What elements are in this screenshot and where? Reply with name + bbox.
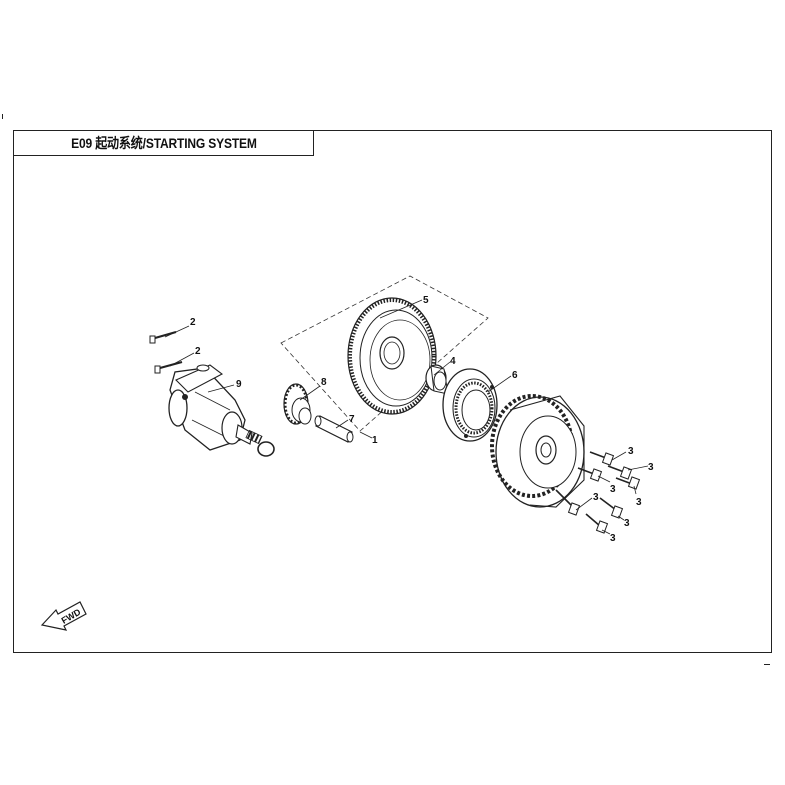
bolt-2-lower [154, 360, 183, 374]
bolt-3-b [607, 465, 633, 480]
callout-3-f: 3 [624, 518, 630, 529]
bolt-3-e [555, 489, 581, 516]
page-title: E09 起动系统/STARTING SYSTEM [70, 135, 257, 151]
leader-lines [164, 299, 649, 535]
title-box: E09 起动系统/STARTING SYSTEM [13, 130, 314, 156]
callout-3-c: 3 [610, 484, 616, 495]
callout-6: 6 [512, 370, 518, 381]
corner-mark-left [2, 114, 3, 119]
large-gear-5 [347, 297, 437, 415]
callout-3-a: 3 [628, 446, 634, 457]
flywheel-rotor [490, 394, 585, 508]
callout-3-d: 3 [636, 497, 642, 508]
callout-4: 4 [450, 356, 456, 367]
needle-bearing-4 [425, 364, 449, 395]
bolt-3-d [615, 476, 641, 490]
reduction-gear-8 [283, 383, 312, 425]
drawing-frame [13, 130, 772, 653]
starter-motor-9 [168, 364, 275, 457]
bolt-2-upper [149, 330, 177, 344]
bolt-3-c [577, 467, 603, 482]
assembly-group-outline [280, 275, 489, 432]
corner-mark-right [764, 664, 770, 665]
callout-1: 1 [372, 435, 378, 446]
callout-3-e: 3 [593, 492, 599, 503]
callout-2-upper: 2 [190, 317, 196, 328]
callout-8: 8 [321, 377, 327, 388]
bolt-3-g [585, 513, 609, 534]
callout-2-lower: 2 [195, 346, 201, 357]
bolt-3-f [599, 497, 624, 519]
callout-9: 9 [236, 379, 242, 390]
forward-direction-arrow: FWD [40, 601, 87, 631]
one-way-clutch-6 [442, 368, 498, 442]
callout-7: 7 [349, 414, 355, 425]
bolt-3-a [589, 451, 615, 466]
shaft-7 [314, 415, 354, 443]
bolt-3-group [555, 451, 641, 534]
callout-3-b: 3 [648, 462, 654, 473]
callout-3-g: 3 [610, 533, 616, 544]
callout-5: 5 [423, 295, 429, 306]
